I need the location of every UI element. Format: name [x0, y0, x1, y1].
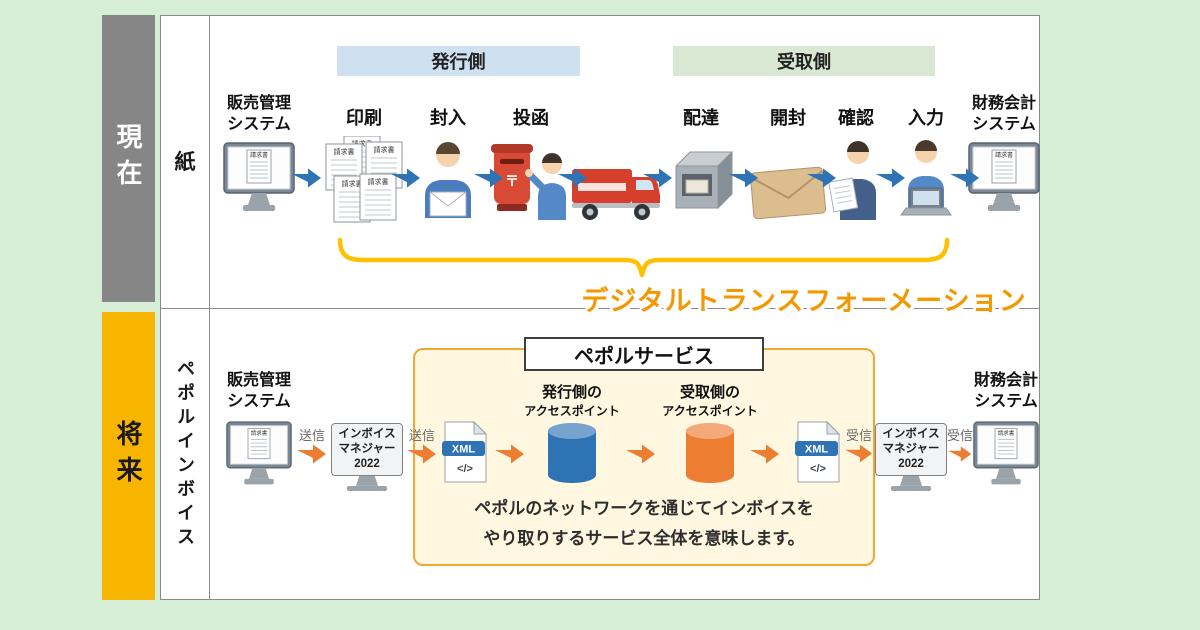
step-label-post: 投函: [513, 108, 549, 128]
send-label-1: 送信: [298, 428, 325, 443]
input-person-icon: [900, 140, 952, 216]
dx-brace-icon: [337, 237, 950, 278]
dx-caption: デジタルトランスフォーメーション: [581, 286, 1027, 316]
xml-document-icon: [794, 421, 842, 483]
paper-flow-arrow-icon: [950, 167, 980, 189]
invoice-manager-device: インボイス マネジャー 2022: [875, 423, 947, 491]
step-label-deliver: 配達: [683, 108, 719, 128]
sales-system-label-future: 販売管理 システム: [226, 372, 291, 410]
issuer-header: 発行側: [337, 46, 580, 76]
svg-text:〒: 〒: [505, 173, 519, 189]
paper-flow-arrow-icon: [876, 167, 906, 189]
invoice-manager-box: インボイス マネジャー 2022: [331, 423, 403, 476]
digital-flow-arrow-icon: [407, 443, 437, 465]
step-label-open: 開封: [770, 108, 806, 128]
finance-system-label: 財務会計 システム: [971, 95, 1036, 133]
step-label-enclose: 封入: [430, 108, 466, 128]
paper-flow-arrow-icon: [807, 167, 837, 189]
enclose-person-icon: [425, 142, 471, 218]
digital-flow-arrow-icon: [297, 443, 327, 465]
paper-flow-arrow-icon: [558, 167, 588, 189]
postbox-person-icon: 〒: [491, 144, 566, 220]
finance-system-label-future: 財務会計 システム: [973, 372, 1038, 410]
paper-flow-arrow-icon: [292, 167, 322, 189]
column-divider: [209, 16, 210, 599]
issuer-access-point-icon: [545, 421, 599, 485]
receive-label-2: 受信: [946, 428, 973, 443]
digital-flow-arrow-icon: [626, 443, 656, 465]
step-label-print: 印刷: [346, 108, 382, 128]
era-future-label: 将来: [102, 312, 155, 600]
step-label-input: 入力: [908, 108, 944, 128]
send-label-2: 送信: [408, 428, 435, 443]
paper-flow-arrow-icon: [729, 167, 759, 189]
receiver-header: 受取側: [673, 46, 935, 76]
paper-flow-arrow-icon: [474, 167, 504, 189]
digital-flow-arrow-icon: [845, 443, 873, 464]
device-stand: [900, 475, 922, 486]
check-person-icon: [828, 141, 876, 220]
invoice-manager-device: インボイス マネジャー 2022: [331, 423, 403, 491]
medium-paper-label: 紙: [174, 151, 196, 174]
paper-flow-arrow-icon: [391, 167, 421, 189]
sales-system-monitor-icon: [223, 142, 295, 216]
issuer-ap-label: 発行側の アクセスポイント: [524, 384, 620, 418]
delivery-truck-icon: [572, 169, 660, 220]
medium-peppol-label: ペポルインボイス: [175, 358, 195, 551]
digital-flow-arrow-icon: [495, 443, 525, 465]
peppol-service-title: ペポルサービス: [524, 337, 764, 371]
digital-flow-arrow-icon: [948, 445, 972, 463]
era-current-text: 現在: [113, 122, 143, 195]
sales-system-label: 販売管理 システム: [226, 95, 291, 133]
device-base: [891, 485, 931, 491]
invoice-manager-box: インボイス マネジャー 2022: [875, 423, 947, 476]
step-label-check: 確認: [838, 108, 874, 128]
era-future-text: 将来: [113, 420, 143, 492]
sales-system-monitor-icon-future: [226, 421, 292, 489]
era-current-label: 現在: [102, 15, 155, 302]
opened-envelope-icon: [750, 166, 826, 220]
row-divider: [161, 308, 1039, 309]
receive-label-1: 受信: [845, 428, 872, 443]
diagram-panel: 紙 ペポルインボイス 発行側 受取側 販売管理 システム 印刷 封入 投函 配達…: [160, 15, 1040, 600]
receiver-ap-label: 受取側の アクセスポイント: [662, 384, 758, 418]
finance-system-monitor-icon-future: [973, 421, 1039, 489]
digital-flow-arrow-icon: [750, 443, 780, 465]
device-base: [347, 485, 387, 491]
paper-flow-arrow-icon: [643, 167, 673, 189]
receiver-access-point-icon: [683, 421, 737, 485]
xml-document-icon: [441, 421, 489, 483]
peppol-service-description: ペポルのネットワークを通じてインボイスを やり取りするサービス全体を意味します。: [474, 499, 814, 548]
delivery-box-icon: [675, 150, 733, 210]
device-stand: [356, 475, 378, 486]
